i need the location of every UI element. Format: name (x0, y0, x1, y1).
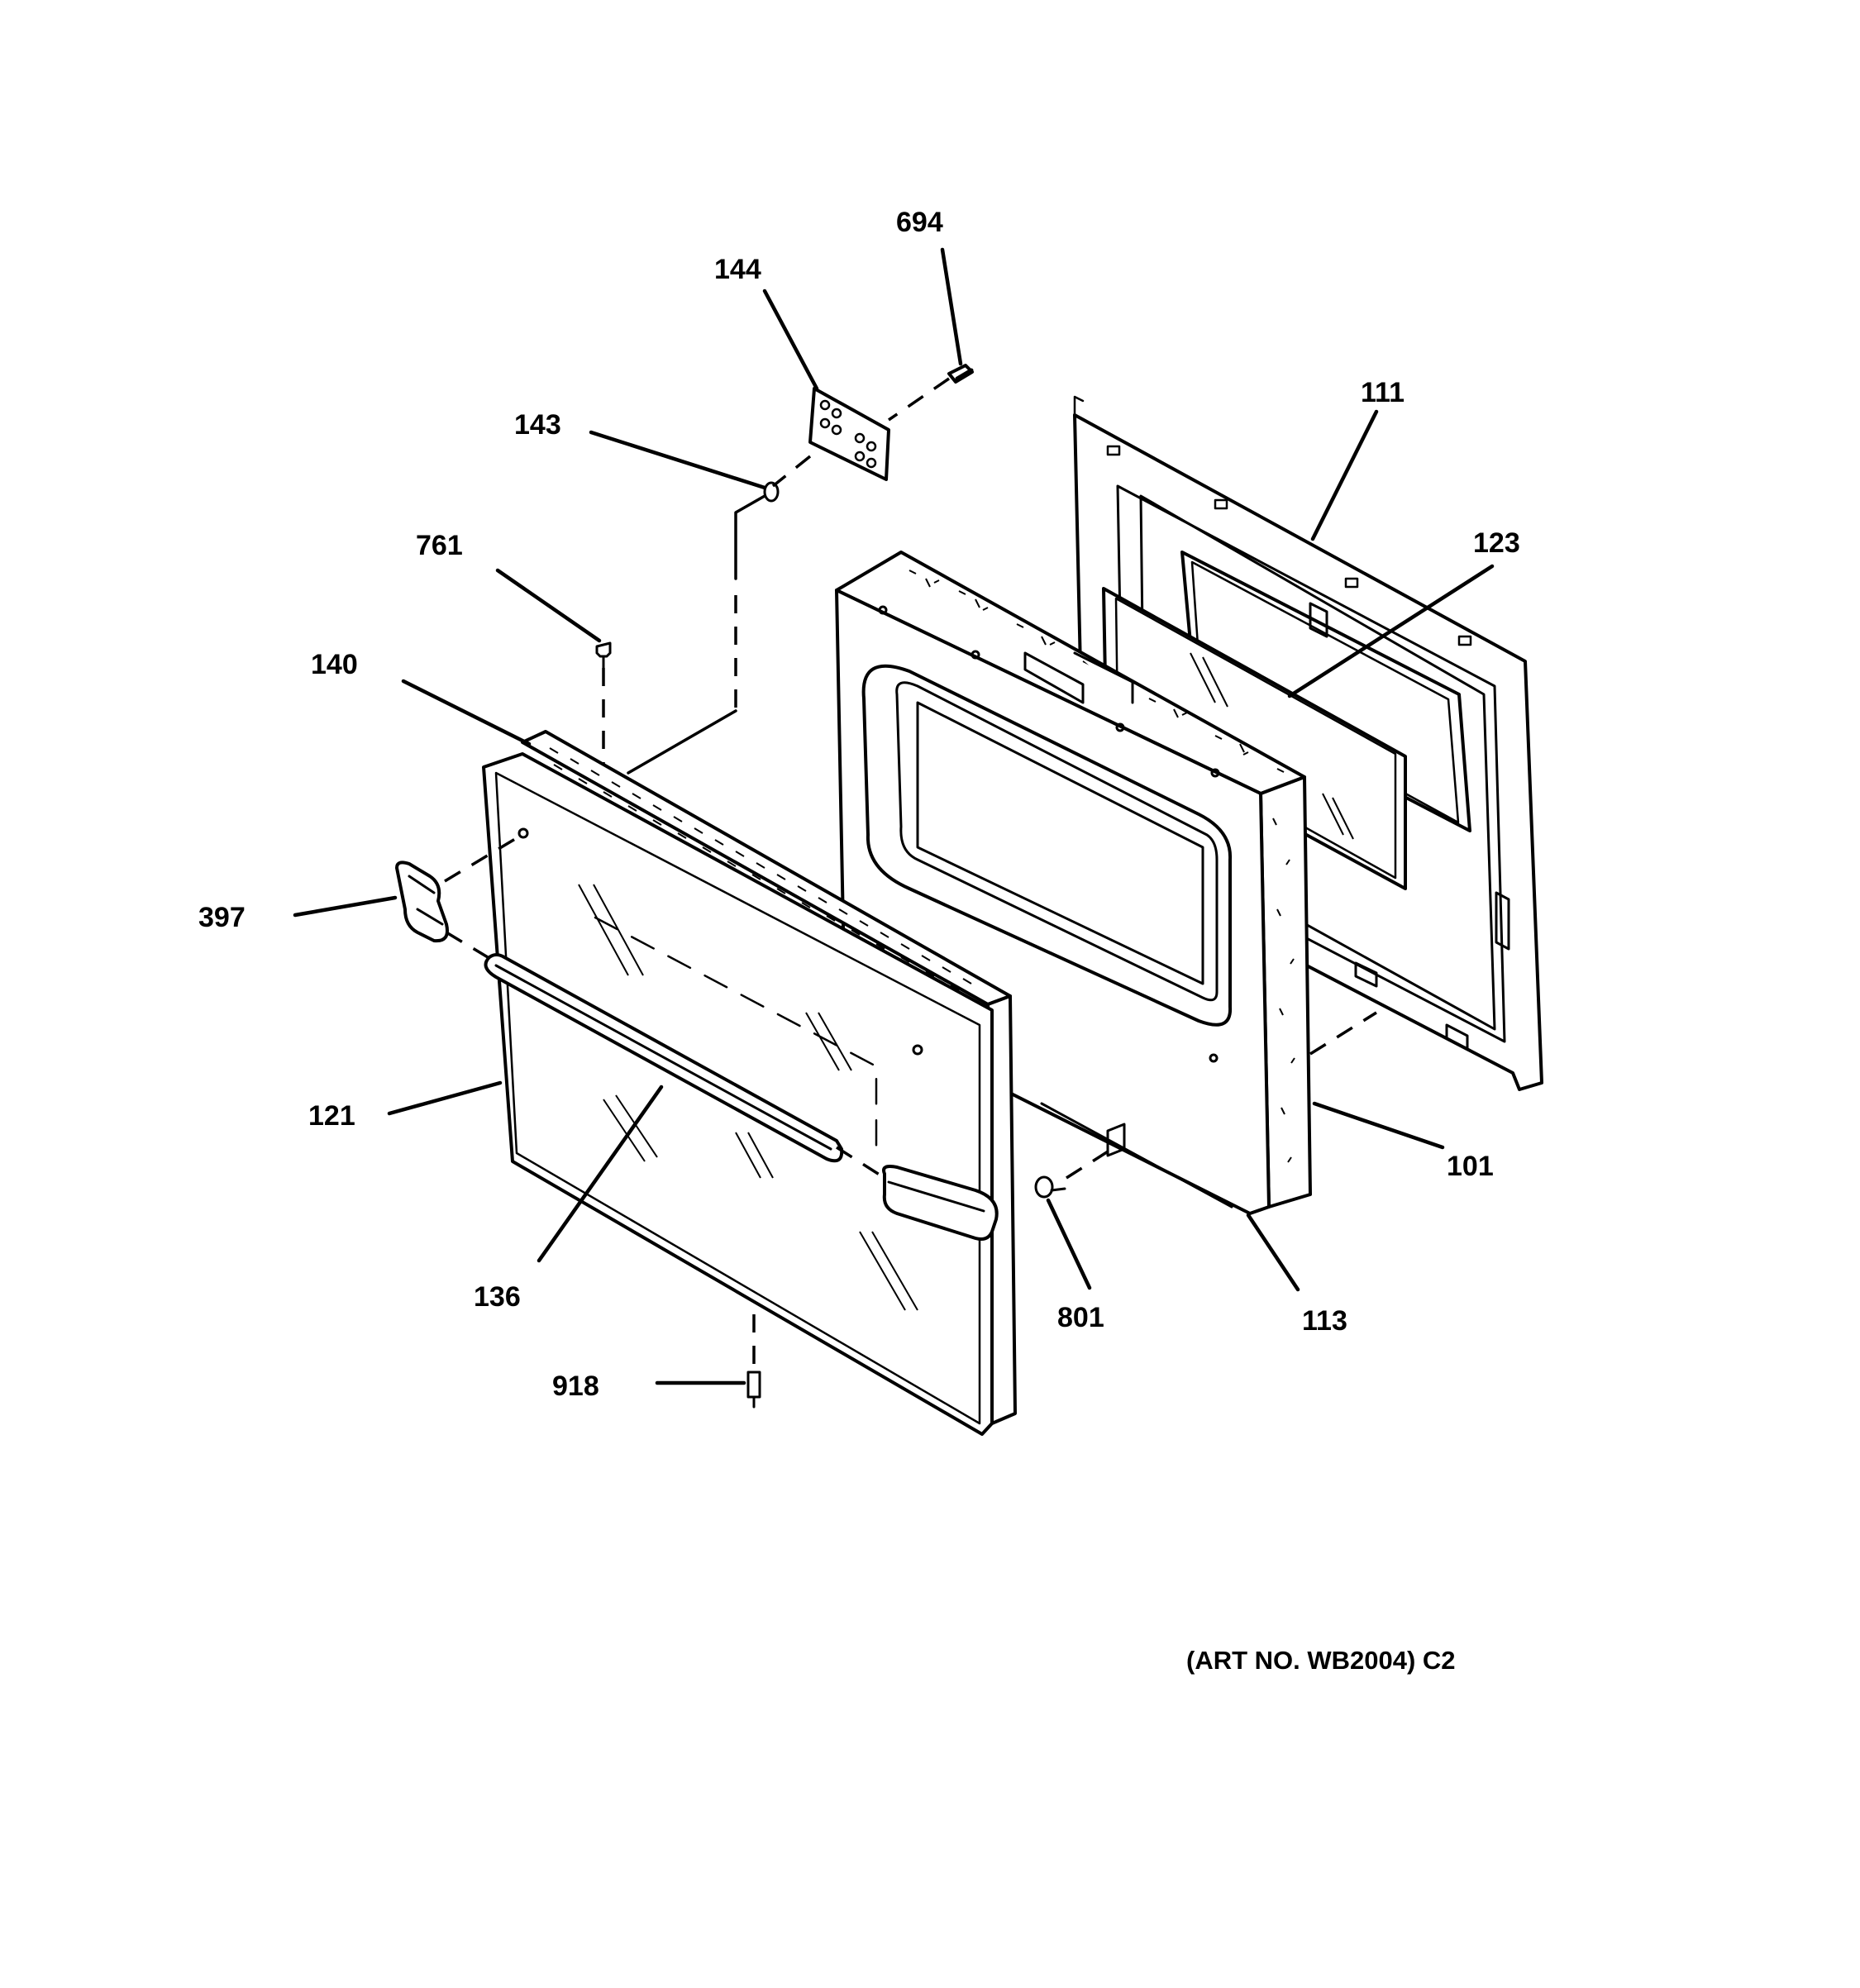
label-144: 144 (714, 254, 761, 285)
assembly-lines (444, 377, 1377, 1374)
label-694: 694 (896, 207, 943, 238)
label-143: 143 (514, 409, 561, 441)
label-136: 136 (474, 1281, 521, 1313)
part-397-handle-end-caps (395, 861, 999, 1241)
label-101: 101 (1447, 1151, 1494, 1182)
part-761-screw (595, 641, 612, 670)
label-140: 140 (311, 649, 358, 680)
label-123: 123 (1473, 527, 1520, 559)
part-136-handle (484, 953, 844, 1163)
art-number: (ART NO. WB2004) C2 (1186, 1646, 1456, 1675)
leader-lines (293, 247, 1495, 1385)
label-121: 121 (308, 1100, 355, 1132)
part-801-screw (1034, 1175, 1066, 1199)
label-397: 397 (198, 902, 246, 933)
part-694-screw (947, 364, 974, 384)
label-113: 113 (1302, 1305, 1347, 1337)
part-143-washer (763, 481, 780, 503)
label-918: 918 (552, 1371, 599, 1402)
part-101-door-frame (835, 551, 1312, 1215)
part-918-screw (746, 1371, 761, 1409)
part-144-hinge-plate (808, 387, 890, 481)
label-111: 111 (1361, 377, 1405, 408)
label-761: 761 (416, 530, 463, 561)
label-801: 801 (1057, 1302, 1104, 1333)
